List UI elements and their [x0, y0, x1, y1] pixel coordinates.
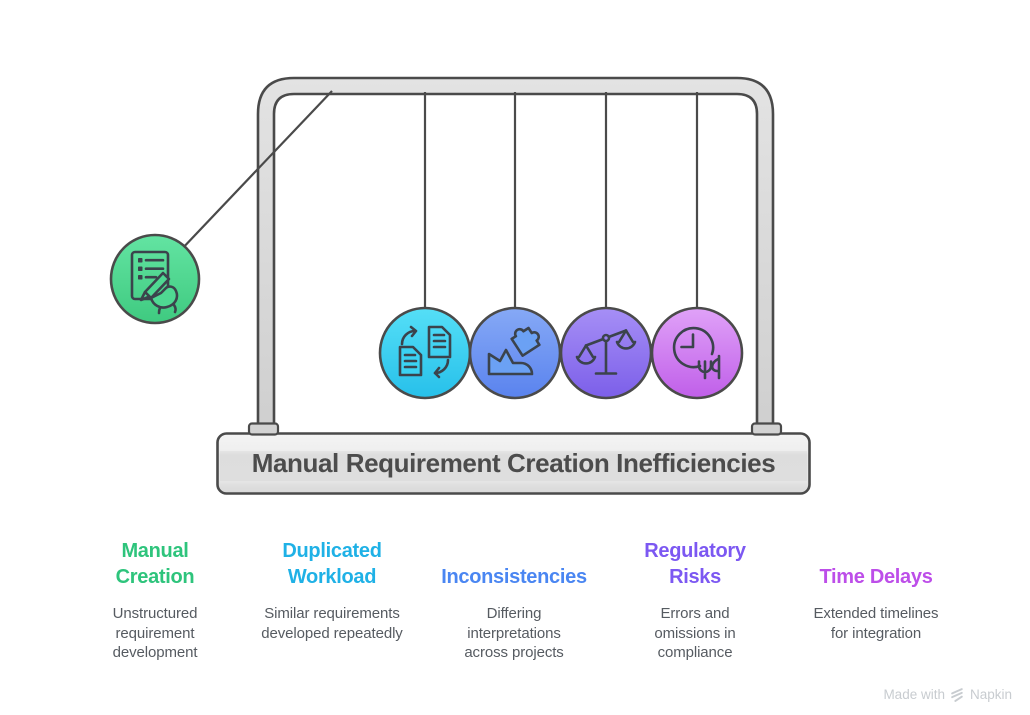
legend-column-inconsistencies: Inconsistencies Differing interpretation…: [419, 537, 609, 663]
string-swung: [159, 90, 333, 273]
column-description: Similar requirements developed repeatedl…: [261, 605, 403, 642]
clock-delay-icon: [672, 326, 721, 380]
pendulum-ball-manual-creation: [109, 233, 201, 325]
watermark-prefix: Made with: [883, 687, 945, 702]
column-description: Errors and omissions in compliance: [654, 605, 736, 661]
puzzle-mismatch-icon: [487, 326, 541, 376]
pendulum-strings: [159, 90, 699, 330]
column-description: Unstructured requirement development: [112, 605, 198, 661]
duplicate-documents-icon: [398, 325, 452, 379]
column-heading: Inconsistencies: [441, 566, 587, 588]
column-heading: Regulatory Risks: [644, 540, 746, 588]
column-heading: Duplicated Workload: [282, 540, 382, 588]
legend-column-regulatory-risks: Regulatory Risks Errors and omissions in…: [600, 537, 790, 663]
pendulum-ball-inconsistencies: [468, 306, 562, 400]
column-heading: Manual Creation: [115, 540, 195, 588]
base-plate: [216, 432, 811, 495]
post-foot-left: [247, 422, 280, 436]
column-heading: Time Delays: [819, 566, 933, 588]
column-description: Extended timelines for integration: [813, 605, 939, 642]
napkin-watermark[interactable]: Made with Napkin: [883, 687, 1012, 702]
column-description: Differing interpretations across project…: [464, 605, 564, 661]
legend-column-manual-creation: Manual Creation Unstructured requirement…: [60, 537, 250, 663]
unbalanced-scale-icon: [575, 329, 637, 375]
pendulum-ball-regulatory-risks: [559, 306, 653, 400]
pendulum-ball-time-delays: [650, 306, 744, 400]
page-title: Manual Requirement Creation Inefficienci…: [251, 448, 776, 478]
pendulum-ball-duplicated-workload: [378, 306, 472, 400]
post-foot-right: [750, 422, 783, 436]
legend-columns: Manual Creation Unstructured requirement…: [0, 537, 1030, 677]
watermark-brand: Napkin: [969, 687, 1012, 702]
legend-column-time-delays: Time Delays Extended timelines for integ…: [781, 537, 971, 643]
legend-column-duplicated-workload: Duplicated Workload Similar requirements…: [237, 537, 427, 643]
writing-hand-checklist-icon: [130, 250, 179, 315]
napkin-logo-icon: [951, 688, 963, 702]
